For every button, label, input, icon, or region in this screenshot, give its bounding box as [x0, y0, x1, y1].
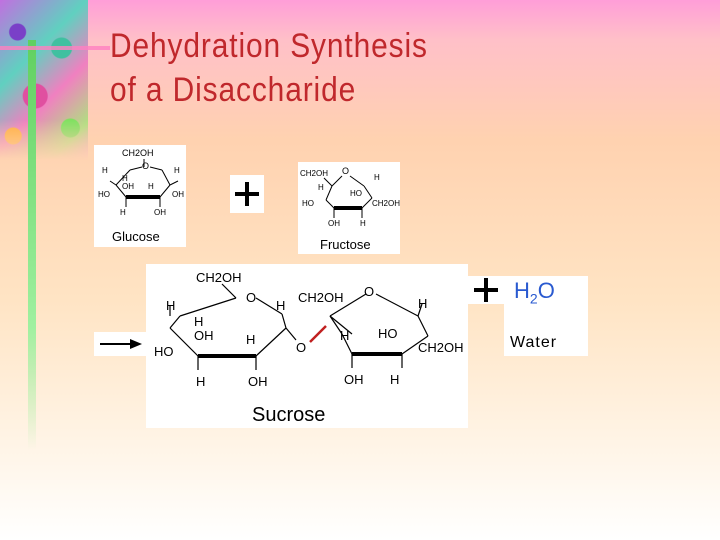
reaction-arrow-panel [94, 332, 146, 356]
glucose-ring-o: O [142, 161, 149, 171]
fructose-structure: CH2OH O H H HO HO CH2OH OH H [300, 166, 400, 228]
fructose-ho-inner: HO [350, 189, 362, 198]
glucose-structure: CH2OH O H H H OH H HO OH H OH [98, 148, 184, 217]
glucose-ch2oh: CH2OH [122, 148, 154, 158]
glucose-h-bottom: H [120, 208, 126, 217]
water-formula-o: O [537, 278, 555, 303]
decorative-side-art [0, 0, 88, 160]
decorative-vertical-bar [28, 40, 36, 450]
fructose-h-bottom: H [360, 219, 366, 228]
title-line-1: Dehydration Synthesis [110, 27, 428, 65]
slide-title: Dehydration Synthesis of a Disaccharide [110, 24, 428, 112]
title-line-2: of a Disaccharide [110, 71, 357, 109]
reaction-arrow-icon [100, 339, 142, 349]
sucrose-oh-bottom2: OH [344, 372, 364, 387]
fructose-ho-left: HO [302, 199, 314, 208]
fructose-ch2oh-right: CH2OH [372, 199, 400, 208]
water-formula: H2O [514, 278, 555, 306]
fructose-h-inner: H [318, 183, 324, 192]
glucose-h-inner: H [122, 174, 128, 183]
sucrose-oh-bottom1: OH [248, 374, 268, 389]
water-formula-h: H [514, 278, 530, 303]
glucose-panel: CH2OH O H H H OH H HO OH H OH Glucose [94, 145, 186, 247]
glucose-oh-bottom: OH [154, 208, 166, 217]
fructose-panel: CH2OH O H H HO HO CH2OH OH H Fructose [298, 162, 400, 254]
sucrose-o-right-ring: O [364, 284, 374, 299]
sucrose-h-inner2: H [246, 332, 255, 347]
decorative-horizontal-line [0, 46, 110, 50]
sucrose-ch2oh-left: CH2OH [196, 270, 242, 285]
sucrose-o-left-ring: O [246, 290, 256, 305]
glucose-h-upper: H [174, 166, 180, 175]
glycosidic-bond-highlight [309, 325, 327, 343]
sucrose-ho-inner: HO [378, 326, 398, 341]
glucose-ho-left: HO [98, 190, 110, 199]
sucrose-o-bridge: O [296, 340, 306, 355]
plus-sign-products [468, 276, 504, 304]
sucrose-h-bottom1: H [196, 374, 205, 389]
glucose-label: Glucose [112, 229, 160, 244]
sucrose-structure: CH2OH O H H CH2OH O H H OH H H HO HO O C… [154, 270, 464, 389]
fructose-h-right: H [374, 173, 380, 182]
sucrose-h-inner1: H [194, 314, 203, 329]
sucrose-panel: CH2OH O H H CH2OH O H H OH H H HO HO O C… [146, 264, 468, 428]
fructose-ch2oh-top: CH2OH [300, 169, 328, 178]
sucrose-ho-left: HO [154, 344, 174, 359]
fructose-oh-bottom: OH [328, 219, 340, 228]
sucrose-oh-inner1: OH [194, 328, 214, 343]
fructose-label: Fructose [320, 237, 371, 252]
glucose-h-left: H [102, 166, 108, 175]
plus-sign-reactants [230, 175, 264, 213]
water-label: Water [510, 334, 558, 351]
sucrose-h-top-left: H [166, 298, 175, 313]
glucose-h-right-inner: H [148, 182, 154, 191]
sucrose-h-inner3: H [340, 328, 349, 343]
glucose-oh-right: OH [172, 190, 184, 199]
sucrose-ch2oh-right: CH2OH [418, 340, 464, 355]
sucrose-h-right-top: H [418, 296, 427, 311]
sucrose-h-bottom2: H [390, 372, 399, 387]
water-formula-subscript: 2 [529, 290, 538, 307]
water-panel: H2O Water [504, 276, 588, 356]
sucrose-label: Sucrose [252, 404, 326, 426]
glucose-oh-inner: OH [122, 182, 134, 191]
sucrose-ch2oh-mid: CH2OH [298, 290, 344, 305]
fructose-ring-o: O [342, 166, 349, 176]
sucrose-h-mid: H [276, 298, 285, 313]
